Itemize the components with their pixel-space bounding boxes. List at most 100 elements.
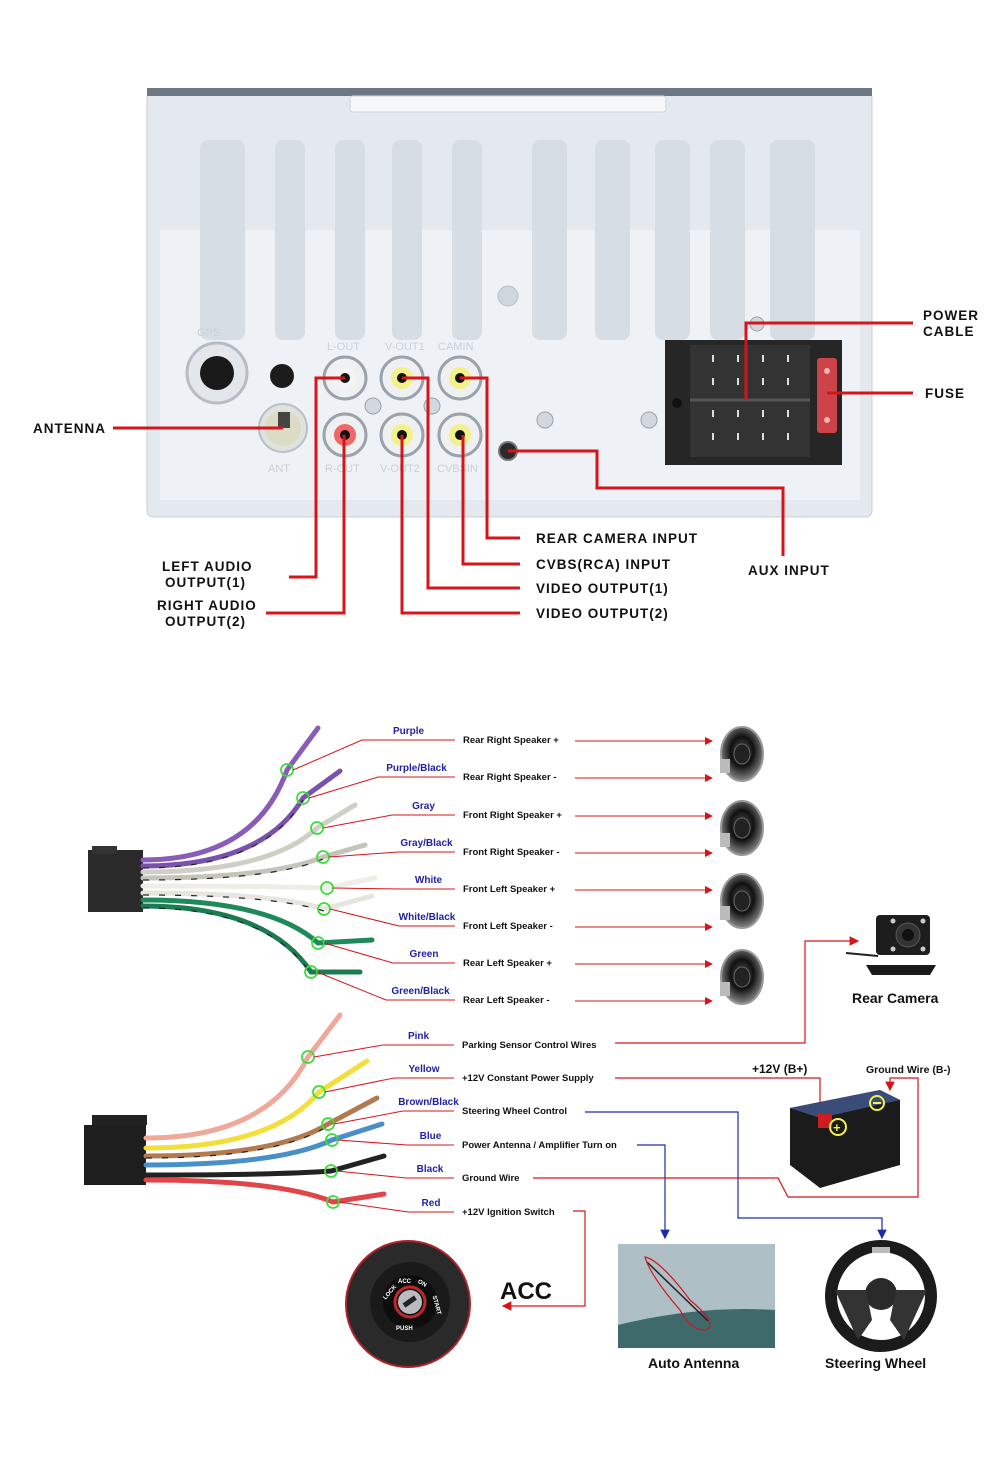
power-leader-line — [313, 1044, 454, 1058]
rear-camera-image — [845, 915, 936, 975]
callout-power-cable-line2: CABLE — [923, 324, 975, 339]
speaker-wire-color-label: Purple/Black — [386, 763, 447, 774]
speaker-wire-color-label: Green — [410, 949, 439, 960]
ignition-switch-image: LOCK ACC ON START PUSH — [345, 1240, 471, 1368]
speaker-wire-stripe — [142, 907, 312, 975]
power-leader-line — [336, 1170, 454, 1179]
speaker-wire-function-label: Front Right Speaker + — [463, 810, 562, 821]
power-wire — [143, 1177, 387, 1205]
cam-in-label: CAMIN — [438, 341, 474, 353]
negative-terminal-icon — [869, 1095, 885, 1111]
speaker-leader-line — [316, 971, 455, 1001]
speaker-wire-stripe — [142, 799, 304, 869]
power-wire-color-label: Blue — [420, 1131, 442, 1142]
speaker-wire — [140, 725, 321, 863]
speaker-wire-function-label: Front Left Speaker - — [463, 921, 553, 932]
speaker-wire — [140, 897, 375, 946]
speaker-wire-color-label: White/Black — [399, 912, 456, 923]
power-wires — [143, 1012, 387, 1209]
speaker-wire-function-label: Rear Left Speaker - — [463, 995, 550, 1006]
iso-power-connector[interactable] — [665, 340, 842, 465]
callout-right-audio-line2: OUTPUT(2) — [165, 614, 246, 629]
power-wire-function-label: +12V Ignition Switch — [462, 1207, 555, 1218]
mic-hole — [270, 364, 294, 388]
callout-left-audio-line1: LEFT AUDIO — [162, 559, 253, 574]
callout-power-cable-line1: POWER — [923, 308, 979, 323]
head-unit-callout-lines — [113, 321, 913, 615]
steering-wheel-label: Steering Wheel — [825, 1355, 926, 1371]
power-harness-connector — [84, 1115, 147, 1185]
speaker-leader-line — [328, 851, 455, 858]
car-battery-image: + — [790, 1090, 900, 1188]
callout-left-audio-line2: OUTPUT(1) — [165, 575, 246, 590]
speaker-icon — [720, 873, 764, 929]
auto-antenna-label: Auto Antenna — [648, 1355, 739, 1371]
rca-cvbs-in[interactable] — [437, 412, 483, 458]
power-leader-line — [338, 1201, 454, 1213]
power-wire-function-label: Parking Sensor Control Wires — [462, 1040, 597, 1051]
speaker-wires — [140, 725, 378, 979]
power-wire-color-label: Pink — [408, 1031, 430, 1042]
ignition-acc-mark: ACC — [398, 1279, 412, 1285]
power-wire — [143, 1012, 343, 1141]
device-link-lines — [501, 936, 919, 1311]
speaker-wire-function-label: Rear Right Speaker - — [463, 772, 556, 783]
callout-video-output-1: VIDEO OUTPUT(1) — [536, 581, 669, 596]
speaker-leader-line — [292, 739, 455, 771]
speaker-icon — [720, 726, 764, 782]
gps-label: GPS — [197, 327, 220, 339]
speaker-wire — [140, 802, 358, 875]
speaker-icon — [720, 949, 764, 1005]
ignition-start-mark: START — [431, 1295, 442, 1316]
speaker-leader-line — [322, 814, 455, 829]
speaker-harness-connector — [88, 846, 143, 912]
power-leader-line — [333, 1110, 454, 1125]
ignition-on-mark: ON — [416, 1279, 427, 1289]
power-wire-color-label: Black — [417, 1164, 444, 1175]
speaker-wire-color-label: Purple — [393, 726, 425, 737]
svg-text:+: + — [833, 1120, 841, 1135]
speaker-leader-line — [323, 942, 455, 964]
callout-cvbs-input: CVBS(RCA) INPUT — [536, 557, 671, 572]
rear-camera-label: Rear Camera — [852, 990, 939, 1006]
steering-wheel-image — [825, 1240, 937, 1352]
speaker-wire-color-label: Green/Black — [391, 986, 450, 997]
power-wire — [143, 1058, 370, 1151]
power-wire-function-label: Power Antenna / Amplifier Turn on — [462, 1140, 617, 1151]
callout-aux-input: AUX INPUT — [748, 563, 830, 578]
speaker-wire-function-label: Rear Left Speaker + — [463, 958, 552, 969]
v-out2-label: V-OUT2 — [380, 463, 420, 475]
positive-terminal-icon — [829, 1118, 847, 1136]
speaker-wire-color-label: Gray/Black — [400, 838, 453, 849]
speaker-wire-color-label: Gray — [412, 801, 435, 812]
callout-right-audio-line1: RIGHT AUDIO — [157, 598, 257, 613]
power-wire-color-label: Brown/Black — [398, 1097, 459, 1108]
product-sticker — [349, 95, 667, 113]
battery-positive-label: +12V (B+) — [752, 1062, 807, 1076]
power-leader-line — [324, 1077, 454, 1093]
speaker-wire-function-label: Rear Right Speaker + — [463, 735, 559, 746]
speaker-icon — [720, 800, 764, 856]
fuse[interactable] — [817, 358, 837, 433]
power-wire-function-label: +12V Constant Power Supply — [462, 1073, 594, 1084]
speakers — [720, 726, 764, 1005]
power-wire — [143, 1095, 380, 1159]
vent-slots — [200, 140, 815, 340]
power-wire-color-label: Yellow — [408, 1064, 439, 1075]
speaker-wire-color-label: White — [415, 875, 443, 886]
speaker-wire-function-label: Front Left Speaker + — [463, 884, 556, 895]
gps-port[interactable] — [185, 341, 249, 405]
speaker-leader-line — [329, 908, 455, 927]
callout-antenna: ANTENNA — [33, 421, 106, 436]
ignition-push-mark: PUSH — [396, 1326, 413, 1332]
speaker-wire — [140, 768, 343, 869]
callout-video-output-2: VIDEO OUTPUT(2) — [536, 606, 669, 621]
auto-antenna-image — [618, 1244, 775, 1348]
power-leader-line — [337, 1139, 454, 1146]
acc-label: ACC — [500, 1278, 552, 1305]
callout-fuse: FUSE — [925, 386, 965, 401]
v-out1-label: V-OUT1 — [385, 341, 425, 353]
speaker-wire-function-label: Front Right Speaker - — [463, 847, 560, 858]
speaker-leader-line — [332, 887, 455, 890]
